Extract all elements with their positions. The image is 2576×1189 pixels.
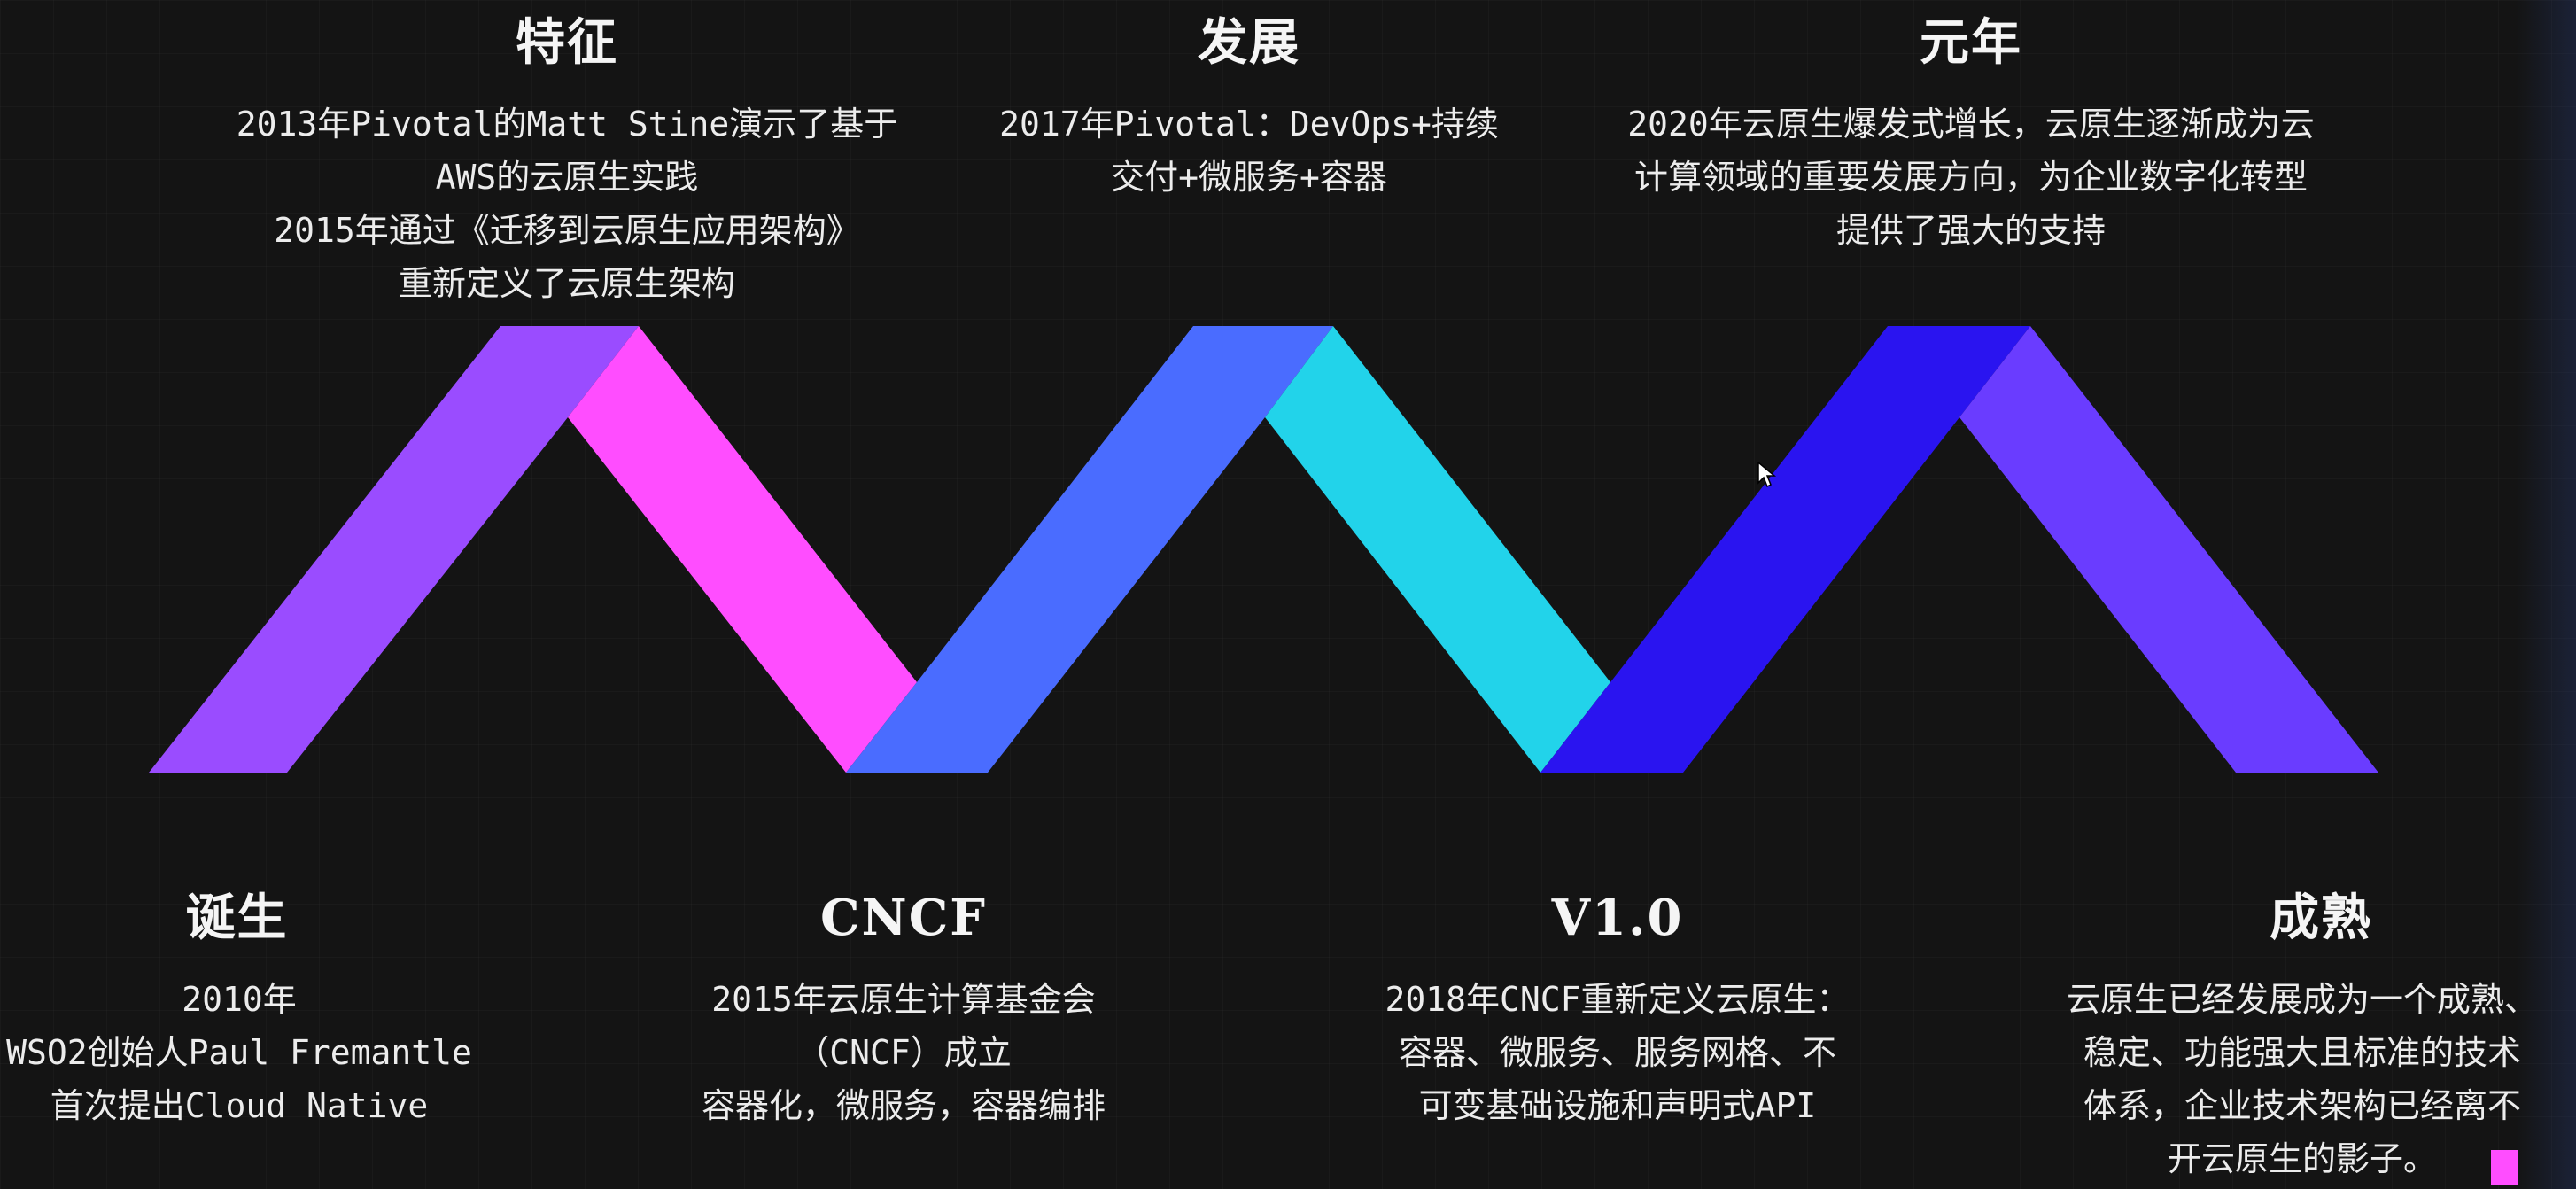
milestone-title: 特征 [516, 13, 618, 72]
milestone-description: 2018年CNCF重新定义云原生： 容器、微服务、服务网格、不 可变基础设施和声… [1385, 980, 1851, 1125]
right-edge-glow [2516, 0, 2576, 1189]
milestone-development: 发展 [1072, 11, 1426, 74]
zigzag-segment-2 [568, 326, 917, 773]
milestone-description: 云原生已经发展成为一个成熟、 稳定、功能强大且标准的技术 体系，企业技术架构已经… [2066, 980, 2538, 1178]
milestone-title: 元年 [1920, 13, 2022, 72]
milestone-description: 2015年云原生计算基金会 （CNCF）成立 容器化，微服务，容器编排 [701, 980, 1106, 1125]
milestone-mature: 成熟 [2144, 886, 2498, 950]
milestone-title: 诞生 [185, 889, 289, 947]
milestone-description: 2010年 WSO2创始人Paul Fremantle 首次提出Cloud Na… [6, 980, 472, 1125]
zigzag-segment-3 [846, 326, 1333, 773]
milestone-cncf: CNCF [726, 886, 1081, 950]
milestone-development-desc: 2017年Pivotal：DevOps+持续 交付+微服务+容器 [939, 97, 1559, 204]
zigzag-segment-6 [1959, 326, 2378, 773]
milestone-v1-desc: 2018年CNCF重新定义云原生： 容器、微服务、服务网格、不 可变基础设施和声… [1325, 973, 1910, 1132]
zigzag-segment-5 [1540, 326, 2030, 773]
milestone-title: 发展 [1198, 13, 1300, 72]
milestone-mature-desc: 云原生已经发展成为一个成熟、 稳定、功能强大且标准的技术 体系，企业技术架构已经… [2029, 973, 2576, 1185]
milestone-description: 2020年云原生爆发式增长，云原生逐渐成为云 计算领域的重要发展方向，为企业数字… [1627, 105, 2315, 250]
milestone-features-desc: 2013年Pivotal的Matt Stine演示了基于 AWS的云原生实践 2… [177, 97, 957, 310]
milestone-title: V1.0 [1551, 889, 1684, 947]
milestone-v1: V1.0 [1440, 886, 1795, 950]
milestone-title: 成熟 [2270, 889, 2372, 947]
milestone-birth: 诞生 [89, 886, 385, 950]
milestone-description: 2017年Pivotal：DevOps+持续 交付+微服务+容器 [999, 105, 1499, 197]
milestone-birth-desc: 2010年 WSO2创始人Paul Fremantle 首次提出Cloud Na… [0, 973, 478, 1132]
milestone-description: 2013年Pivotal的Matt Stine演示了基于 AWS的云原生实践 2… [236, 105, 898, 303]
slide-marker [2491, 1150, 2518, 1185]
milestone-first-year: 元年 [1794, 11, 2148, 74]
milestone-title: CNCF [819, 889, 988, 947]
milestone-first-year-desc: 2020年云原生爆发式增长，云原生逐渐成为云 计算领域的重要发展方向，为企业数字… [1546, 97, 2396, 257]
milestone-cncf-desc: 2015年云原生计算基金会 （CNCF）成立 容器化，微服务，容器编排 [620, 973, 1187, 1132]
zigzag-segment-1 [149, 326, 639, 773]
mouse-cursor-icon [1757, 462, 1777, 488]
milestone-features: 特征 [390, 11, 744, 74]
zigzag-segment-4 [1265, 326, 1610, 773]
